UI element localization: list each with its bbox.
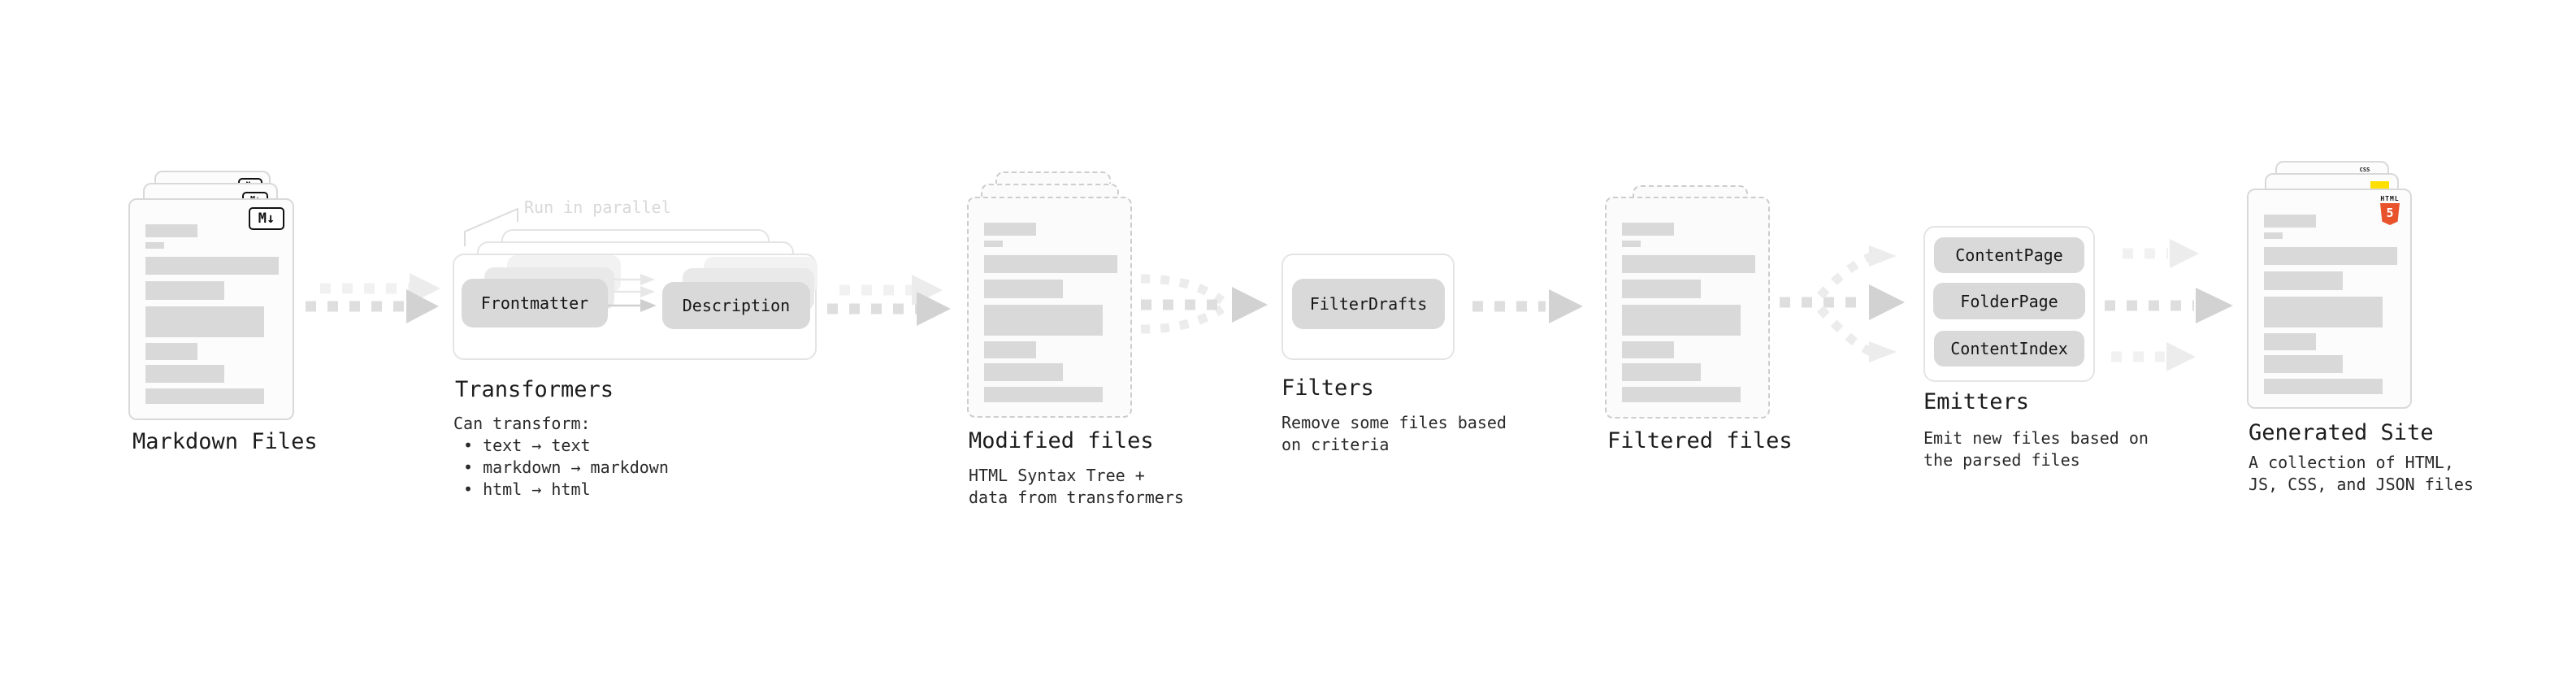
html5-icon-shield: 5 (2380, 203, 2400, 225)
doc-line (2264, 333, 2316, 350)
markdown-icon: M↓ (249, 207, 284, 230)
doc-line (984, 341, 1036, 358)
generated-site-description: A collection of HTML, JS, CSS, and JSON … (2249, 452, 2474, 496)
arrow-markdown-to-transformers (306, 273, 440, 323)
doc-line (1622, 255, 1755, 273)
emitter-pill-contentindex: ContentIndex (1934, 331, 2084, 367)
doc-line (2264, 247, 2397, 265)
html5-icon-label: HTML (2380, 195, 2400, 202)
stage-title-markdown-files: Markdown Files (132, 429, 318, 454)
stage-title-transformers: Transformers (455, 377, 614, 402)
modified-files-description: HTML Syntax Tree + data from transformer… (969, 465, 1184, 509)
desc-line: Can transform: (453, 414, 591, 433)
arrows-emitters-to-generated (2105, 239, 2233, 371)
doc-line (2264, 271, 2343, 290)
doc-line (2264, 297, 2383, 327)
run-in-parallel-annotation: Run in parallel (524, 197, 671, 217)
transformers-description: Can transform: • text → text • markdown … (453, 413, 669, 501)
filtered-file-sheet-front (1605, 197, 1770, 419)
stage-title-generated-site: Generated Site (2249, 420, 2434, 445)
desc-line: HTML Syntax Tree + (969, 466, 1145, 485)
doc-line (2264, 355, 2343, 373)
doc-line (145, 306, 264, 337)
doc-line (984, 363, 1063, 381)
doc-line (145, 388, 264, 404)
doc-line (145, 343, 197, 360)
doc-line (984, 255, 1117, 273)
doc-line (2264, 232, 2283, 239)
html5-icon: HTML 5 (2379, 195, 2400, 225)
doc-line (1622, 341, 1674, 358)
doc-line (1622, 280, 1701, 298)
arrow-transformers-to-modified (827, 275, 951, 326)
doc-line (145, 257, 279, 275)
stage-title-filtered-files: Filtered files (1607, 428, 1793, 453)
doc-line (984, 305, 1103, 336)
doc-line (1622, 387, 1741, 402)
doc-line (2264, 379, 2383, 394)
doc-line (145, 365, 224, 383)
filter-pill-filterdrafts: FilterDrafts (1292, 279, 1445, 329)
doc-line (145, 224, 197, 237)
stage-title-modified-files: Modified files (969, 428, 1154, 453)
desc-line: Remove some files based (1281, 413, 1507, 432)
doc-line (1622, 305, 1741, 336)
desc-line: • text → text (463, 436, 591, 455)
desc-line: JS, CSS, and JSON files (2249, 475, 2474, 494)
desc-line: data from transformers (969, 488, 1184, 507)
desc-line: on criteria (1281, 435, 1390, 454)
doc-line (1622, 223, 1674, 236)
emitters-description: Emit new files based on the parsed files (1923, 427, 2149, 471)
generated-sheet-html: HTML 5 (2247, 189, 2412, 409)
doc-line (984, 280, 1063, 298)
arrow-modified-to-filters-merge (1140, 274, 1268, 334)
stage-title-emitters: Emitters (1923, 389, 2030, 414)
markdown-file-sheet-front: M↓ (128, 198, 294, 420)
transformer-pill-description: Description (662, 282, 810, 329)
emitter-pill-contentpage: ContentPage (1934, 237, 2084, 273)
desc-line: • html → html (463, 479, 591, 499)
doc-line (145, 281, 224, 300)
modified-file-sheet-front (967, 197, 1132, 418)
transformer-pill-frontmatter: Frontmatter (462, 279, 608, 327)
arrow-filtered-to-emitters-diverge (1780, 245, 1905, 362)
desc-line: • markdown → markdown (463, 458, 669, 477)
doc-line (1622, 241, 1641, 247)
doc-line (2264, 215, 2316, 228)
doc-line (984, 223, 1036, 236)
js-icon (2370, 181, 2389, 189)
arrow-filters-to-filtered (1472, 289, 1583, 323)
filters-description: Remove some files based on criteria (1281, 412, 1507, 456)
emitter-pill-folderpage: FolderPage (1933, 283, 2085, 319)
doc-line (984, 387, 1103, 402)
desc-line: the parsed files (1923, 450, 2080, 470)
desc-line: A collection of HTML, (2249, 453, 2454, 472)
doc-line (145, 242, 164, 249)
doc-line (1622, 363, 1701, 381)
doc-line (984, 241, 1003, 247)
desc-line: Emit new files based on (1923, 428, 2149, 448)
stage-title-filters: Filters (1281, 375, 1374, 401)
